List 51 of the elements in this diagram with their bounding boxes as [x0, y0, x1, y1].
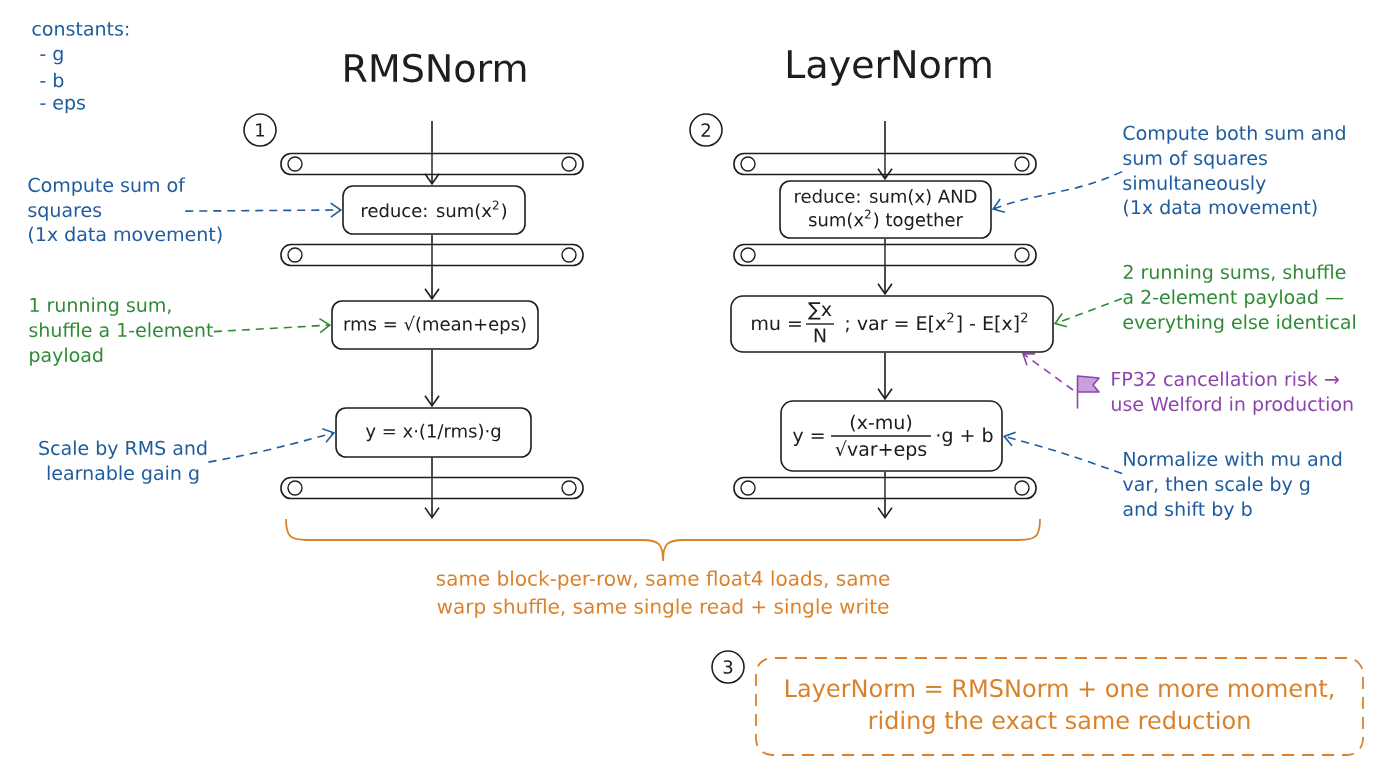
- note-text: 2 running sums, shuffle a 2-element payload — everything else identical: [1123, 264, 1355, 333]
- arrow: [424, 265, 440, 301]
- process-box: y = x·(1/rms)·g: [335, 407, 532, 458]
- callout-number: 1: [243, 113, 277, 147]
- list-item: - eps: [40, 98, 85, 114]
- process-box: reduce: sum(x) AND sum(x$^{2}$) together: [779, 180, 992, 239]
- roller-bar: [280, 152, 584, 176]
- connector-line: [884, 120, 886, 154]
- dashed-arrow: [207, 427, 336, 463]
- note-text: Normalize with mu and var, then scale by g and shift by b: [1122, 451, 1342, 520]
- list-item: - b: [40, 72, 64, 88]
- roller-bar: [280, 476, 584, 500]
- note-text: (1x data movement): [29, 226, 222, 244]
- connector-line: [884, 471, 886, 478]
- note-text: FP32 cancellation risk → use Welford in production: [1112, 371, 1353, 415]
- connector-line: [431, 234, 433, 245]
- note-text: Compute both sum and sum of squares simultaneously: [1123, 125, 1345, 194]
- summary-box: LayerNorm = RMSNorm + one more moment, riding the exact same reduction: [755, 657, 1364, 756]
- arrow: [424, 349, 440, 408]
- roller-bar: [733, 152, 1037, 176]
- arrow: [877, 265, 893, 296]
- list-heading: constants:: [32, 22, 129, 36]
- process-box: reduce: sum(x$^{2}$): [342, 185, 526, 235]
- dashed-arrow: [991, 170, 1123, 213]
- note-text: Compute sum of squares: [28, 177, 186, 221]
- dashed-arrow: [1002, 431, 1123, 475]
- arrow: [424, 498, 440, 519]
- formula-box: y = (x-mu) √var+eps ·g + b: [780, 400, 1003, 472]
- arrow: [877, 352, 893, 401]
- roller-bar: [280, 243, 584, 267]
- connector-line: [431, 120, 433, 154]
- note-text: 1 running sum, shuffle a 1-element payload: [29, 297, 213, 366]
- column-title: RMSNorm: [345, 53, 526, 83]
- callout-number: 2: [689, 113, 723, 147]
- column-title: LayerNorm: [787, 50, 991, 86]
- roller-bar: [733, 243, 1037, 267]
- arrow: [877, 498, 893, 519]
- roller-bar: [733, 476, 1037, 500]
- dashed-arrow: [1053, 297, 1123, 328]
- brace-label: same block-per-row, same float4 loads, same warp shuffle, same single read + single write: [436, 570, 890, 618]
- connector-line: [884, 238, 886, 245]
- dashed-arrow: [184, 202, 343, 218]
- process-box: rms = √(mean+eps): [331, 300, 539, 350]
- note-text: (1x data movement): [1124, 199, 1317, 217]
- formula-box: mu = ∑x N ; var = E[x$^{2}$] - E[x]$^{2}$: [730, 295, 1054, 353]
- connector-line: [431, 457, 433, 478]
- list-item: - g: [40, 49, 63, 65]
- dashed-arrow: [213, 317, 332, 334]
- note-text: Scale by RMS and learnable gain g: [39, 440, 207, 484]
- callout-number: 3: [711, 650, 745, 684]
- dashed-arrow: [1021, 352, 1074, 391]
